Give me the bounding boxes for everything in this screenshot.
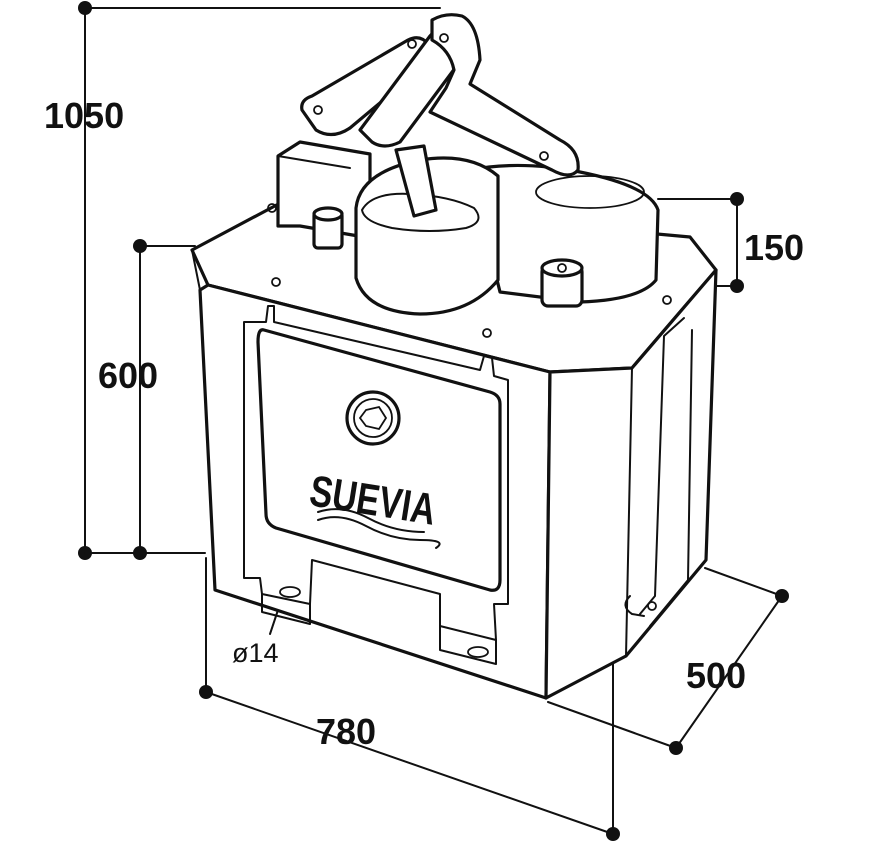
dim-endpoint <box>606 827 620 841</box>
dim-endpoint <box>669 741 683 755</box>
dim-line-width <box>205 691 614 835</box>
bowl-assembly <box>276 13 660 316</box>
bolt-hole <box>662 295 672 305</box>
bowl-back-opening <box>535 175 645 209</box>
mounting-hole-right <box>467 646 489 658</box>
stud-right-top <box>540 258 584 278</box>
dim-endpoint <box>133 546 147 560</box>
lever-pivot <box>313 105 323 115</box>
valve-knob-ring <box>353 398 393 438</box>
bowl-front <box>354 156 500 316</box>
label-width: 780 <box>316 711 376 752</box>
push-paddle <box>394 144 438 218</box>
bolt-hole <box>482 328 492 338</box>
dim-endpoint <box>133 239 147 253</box>
front-foot-right <box>439 625 497 665</box>
bowl-back <box>468 163 660 304</box>
ext-line-depth-bottom <box>547 701 677 749</box>
lever-pivot <box>539 151 549 161</box>
trough-front-left-edge <box>191 249 547 699</box>
front-panel-plate <box>256 328 502 592</box>
dim-endpoint <box>730 192 744 206</box>
lever-pivot <box>407 39 417 49</box>
side-bolt-hole <box>647 601 657 611</box>
label-body-height: 600 <box>98 355 158 396</box>
stud-left-top <box>312 206 344 222</box>
side-panel-outer <box>649 329 693 627</box>
label-hole-diameter: ø14 <box>232 638 279 668</box>
front-panel-frame <box>243 305 509 641</box>
dim-endpoint <box>78 1 92 15</box>
lever-arm-main <box>428 13 580 177</box>
dim-endpoint <box>775 589 789 603</box>
stud-right-hole <box>557 263 567 273</box>
dim-line-depth <box>675 595 783 749</box>
brand-wave-upper <box>317 516 441 549</box>
label-total-height: 1050 <box>44 95 124 136</box>
lever-pivot <box>439 33 449 43</box>
dim-endpoint <box>730 279 744 293</box>
lever-arm-upper <box>300 36 438 137</box>
front-foot-left <box>261 593 311 625</box>
brand-wave-lower <box>317 508 425 533</box>
bolt-hole <box>271 277 281 287</box>
valve-housing-edge <box>277 155 351 169</box>
mounting-hole-left <box>279 586 301 598</box>
dim-endpoint <box>199 685 213 699</box>
label-top-height: 150 <box>744 227 804 268</box>
label-depth: 500 <box>686 655 746 696</box>
bolt-hole <box>267 203 277 213</box>
side-panel-foot <box>624 595 645 617</box>
ext-line-depth-top <box>704 567 783 597</box>
valve-knob-nut <box>358 405 388 431</box>
